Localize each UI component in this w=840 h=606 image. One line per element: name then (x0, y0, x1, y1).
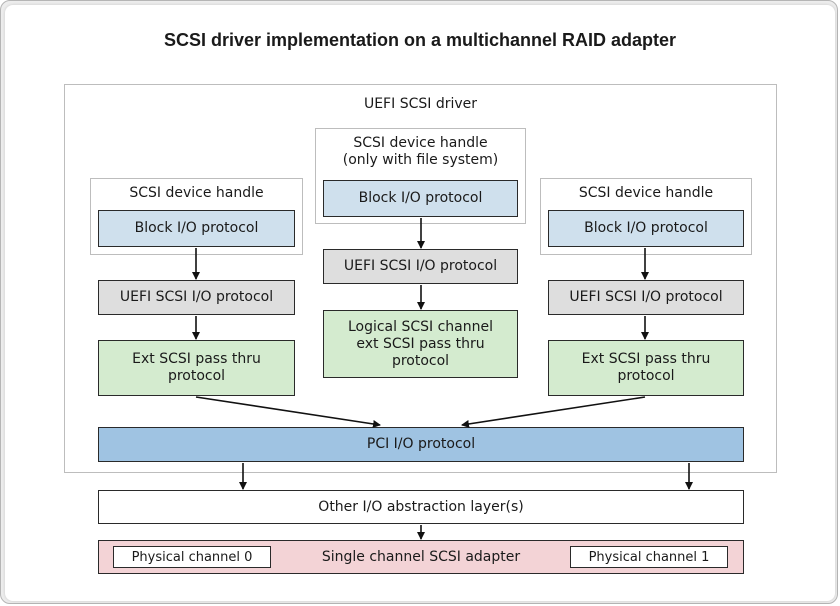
left-ext-scsi-pass-thru: Ext SCSI pass thru protocol (98, 340, 295, 396)
right-block-io-label: Block I/O protocol (584, 220, 708, 236)
center-handle-label: SCSI device handle (only with file syste… (342, 135, 499, 168)
adapter-label: Single channel SCSI adapter (321, 548, 521, 565)
physical-channel-1-label: Physical channel 1 (588, 549, 710, 565)
right-ext-scsi-pass-thru: Ext SCSI pass thru protocol (548, 340, 744, 396)
left-uefi-scsi-io-protocol: UEFI SCSI I/O protocol (98, 280, 295, 315)
pci-io-protocol: PCI I/O protocol (98, 427, 744, 462)
left-scsi-io-label: UEFI SCSI I/O protocol (119, 289, 274, 305)
physical-channel-0: Physical channel 0 (113, 546, 271, 568)
other-io-abstraction-layers: Other I/O abstraction layer(s) (98, 490, 744, 524)
pci-io-label: PCI I/O protocol (366, 436, 476, 452)
right-block-io-protocol: Block I/O protocol (548, 210, 744, 247)
center-block-io-label: Block I/O protocol (358, 190, 483, 206)
diagram-title: SCSI driver implementation on a multicha… (163, 30, 677, 50)
left-pass-thru-label: Ext SCSI pass thru protocol (132, 351, 261, 384)
left-handle-label: SCSI device handle (129, 185, 264, 201)
physical-channel-0-label: Physical channel 0 (131, 549, 253, 565)
left-block-io-label: Block I/O protocol (134, 220, 259, 236)
center-pass-thru-label: Logical SCSI channel ext SCSI pass thru … (347, 318, 494, 369)
center-block-io-protocol: Block I/O protocol (323, 180, 518, 217)
center-uefi-scsi-io-protocol: UEFI SCSI I/O protocol (323, 249, 518, 284)
center-scsi-io-label: UEFI SCSI I/O protocol (343, 258, 498, 274)
right-pass-thru-label: Ext SCSI pass thru protocol (581, 351, 711, 384)
left-block-io-protocol: Block I/O protocol (98, 210, 295, 247)
center-logical-scsi-channel-pass-thru: Logical SCSI channel ext SCSI pass thru … (323, 310, 518, 378)
physical-channel-1: Physical channel 1 (570, 546, 728, 568)
uefi-scsi-driver-label: UEFI SCSI driver (363, 96, 478, 112)
abstraction-layer-label: Other I/O abstraction layer(s) (318, 498, 524, 515)
right-handle-label: SCSI device handle (578, 185, 714, 201)
right-uefi-scsi-io-protocol: UEFI SCSI I/O protocol (548, 280, 744, 315)
right-scsi-io-label: UEFI SCSI I/O protocol (569, 289, 723, 305)
